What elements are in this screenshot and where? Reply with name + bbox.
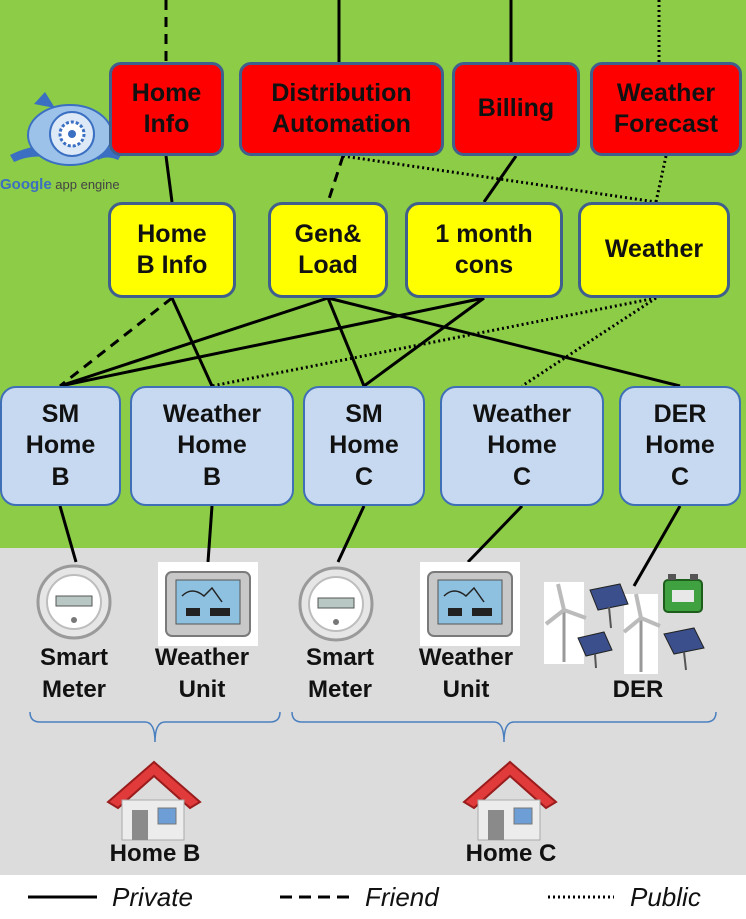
smart-meter-b-icon	[36, 564, 112, 640]
label-weather-unit-b: Weather Unit	[154, 644, 250, 703]
house-b-icon	[106, 760, 202, 841]
link-weatherforecast-weather	[654, 155, 668, 203]
service-distribution-automation[interactable]: Distribution Automation	[239, 62, 444, 156]
device-der-home-c[interactable]: DER Home C	[619, 386, 741, 506]
service-billing[interactable]: Billing	[452, 62, 580, 156]
app-engine-logo-icon	[10, 92, 124, 166]
smart-meter-c-icon	[298, 566, 374, 642]
label-smart-meter-c: Smart Meter	[305, 644, 375, 703]
device-sm-home-c[interactable]: SM Home C	[303, 386, 425, 506]
link-smc-meter	[336, 505, 366, 563]
store-weather[interactable]: Weather	[578, 202, 730, 298]
device-sm-home-b[interactable]: SM Home B	[0, 386, 121, 506]
label-weather-unit-c: Weather Unit	[418, 644, 514, 703]
legend-private: Private	[112, 882, 193, 912]
link-smb-meter	[58, 505, 78, 563]
label-home-c: Home C	[465, 840, 557, 867]
store-month-cons[interactable]: 1 month cons	[405, 202, 563, 298]
service-home-info[interactable]: Home Info	[109, 62, 224, 156]
label-der: DER	[612, 676, 664, 703]
device-weather-home-c[interactable]: Weather Home C	[440, 386, 604, 506]
link-homeinfo-homebinfo	[164, 155, 174, 203]
weather-unit-c-icon	[420, 562, 520, 646]
brace-home-c	[291, 711, 717, 743]
link-monthcons-smc	[363, 296, 485, 388]
link-genload-smc	[326, 297, 366, 387]
house-c-icon	[462, 760, 558, 841]
device-weather-home-b[interactable]: Weather Home B	[130, 386, 294, 506]
link-genload-derc	[327, 296, 681, 388]
weather-unit-b-icon	[158, 562, 258, 646]
link-derc-der	[632, 505, 682, 587]
app-engine-label: Google app engine	[0, 176, 120, 193]
link-weather-weatherb	[211, 296, 657, 388]
link-weather-weatherc	[521, 296, 657, 388]
legend-public: Public	[630, 882, 701, 912]
der-icon	[544, 574, 705, 674]
link-homebinfo-smb	[59, 296, 173, 388]
brace-home-b	[29, 711, 281, 743]
store-home-b-info[interactable]: Home B Info	[108, 202, 236, 298]
service-weather-forecast[interactable]: Weather Forecast	[590, 62, 742, 156]
link-weatherc-unit	[466, 504, 524, 564]
link-distribution-genload	[326, 155, 345, 203]
label-home-b: Home B	[109, 840, 201, 867]
link-billing-monthcons	[482, 155, 518, 203]
link-genload-smb	[59, 296, 329, 388]
link-weatherb-unit	[206, 505, 214, 563]
link-monthcons-smb	[59, 296, 485, 388]
label-smart-meter-b: Smart Meter	[39, 644, 109, 703]
legend-friend: Friend	[365, 882, 439, 912]
store-gen-load[interactable]: Gen& Load	[268, 202, 388, 298]
